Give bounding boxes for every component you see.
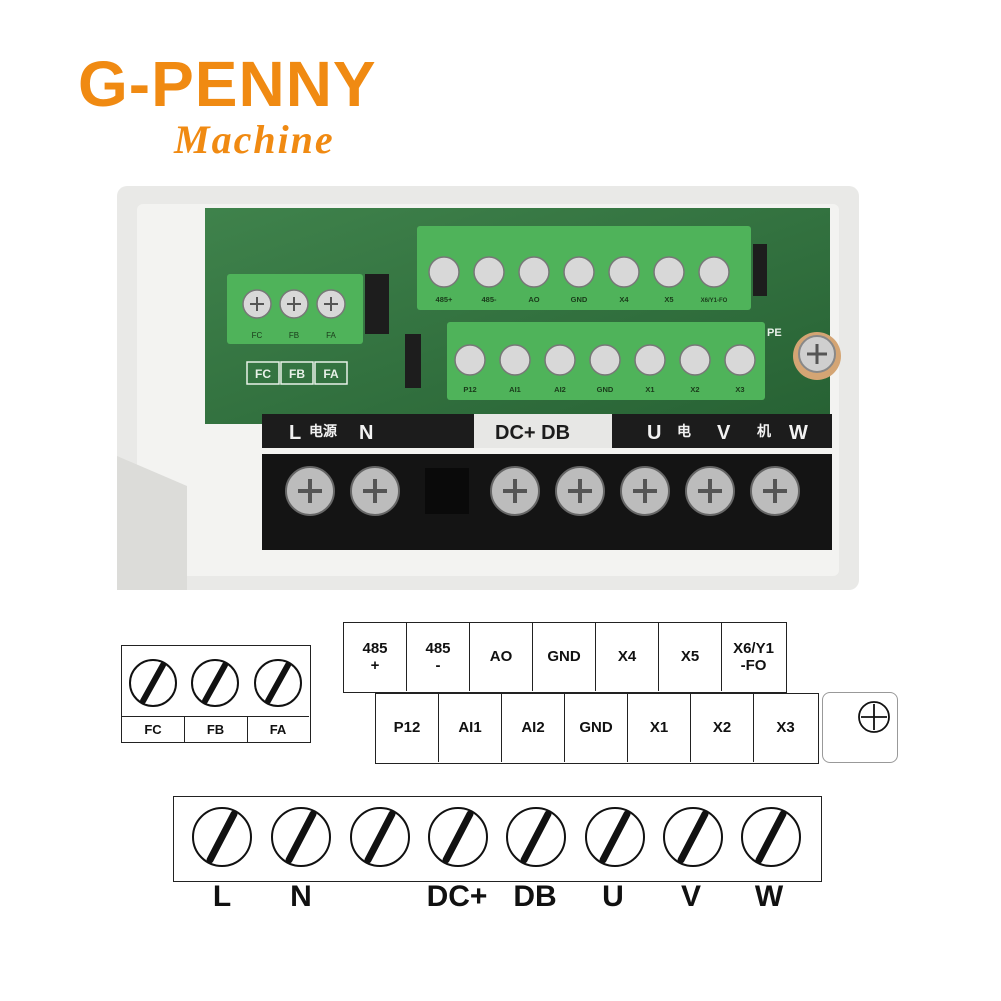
silk-fa: FA [323, 367, 339, 381]
relay-screws [129, 659, 302, 707]
control-bottom-x2: X2 [691, 694, 754, 762]
photo-bot-5: X1 [645, 385, 654, 394]
silk-fb: FB [289, 367, 305, 381]
control-top-ao: AO [470, 623, 533, 691]
control-top-485-minus: 485 - [407, 623, 470, 691]
relay-label-fb: FB [206, 722, 225, 737]
photo-top-4: GND [571, 295, 588, 304]
photo-dcdb: DC+ DB [495, 422, 570, 444]
control-bottom-x1: X1 [628, 694, 691, 762]
control-bottom-p12: P12 [376, 694, 439, 762]
photo-bot-3: AI2 [554, 385, 566, 394]
photo-top-7: X6/Y1-FO [701, 298, 728, 304]
photo-bot-4: GND [597, 385, 614, 394]
photo-top-5: X4 [619, 295, 629, 304]
power-label-db: DB [513, 880, 557, 913]
relay-label-fa: FA [269, 722, 287, 737]
relay-label-fc: FC [144, 722, 162, 737]
photo-u: U [647, 422, 661, 444]
control-bottom-ai2: AI2 [502, 694, 565, 762]
photo-cn-ji: 机 [757, 423, 771, 439]
power-terminal-block [173, 796, 822, 882]
control-bottom-x3: X3 [776, 719, 795, 737]
pe-ground-terminal [822, 692, 898, 763]
brand-subtitle: Machine [174, 117, 335, 162]
power-label-v: V [680, 880, 701, 913]
photo-fa: FA [326, 331, 336, 340]
power-label-dc-plus: DC+ [426, 880, 488, 913]
photo-cn-power: 电源 [309, 423, 337, 439]
photo-bot-7: X3 [735, 385, 744, 394]
photo-top-3: AO [528, 295, 539, 304]
control-top-x5: X5 [659, 623, 722, 691]
photo-bot-2: AI1 [509, 385, 521, 394]
control-top-gnd: GND [533, 623, 596, 691]
power-label-u: U [602, 880, 624, 913]
photo-pe: PE [767, 327, 782, 339]
control-top-x4: X4 [596, 623, 659, 691]
photo-bot-6: X2 [690, 385, 699, 394]
photo-cn-e: 电 [677, 423, 691, 439]
power-label-w: W [754, 880, 784, 913]
control-bottom-ai1: AI1 [439, 694, 502, 762]
control-top-485-plus: 485 + [344, 623, 407, 691]
power-label-l: L [212, 880, 232, 913]
relay-terminal-block: FC FB FA [121, 645, 311, 743]
brand-logo: G-PENNY Machine [78, 52, 418, 162]
photo-v: V [717, 422, 731, 444]
silk-fc: FC [255, 367, 271, 381]
photo-l: L [289, 422, 301, 444]
power-screws [192, 807, 801, 867]
photo-fc: FC [252, 331, 263, 340]
photo-top-2: 485- [481, 295, 497, 304]
photo-bot-1: P12 [463, 385, 476, 394]
photo-n: N [359, 422, 373, 444]
photo-top-6: X5 [664, 295, 673, 304]
photo-fb: FB [289, 331, 299, 340]
control-top-x6-y1-fo: X6/Y1 -FO [733, 639, 774, 674]
photo-w: W [789, 422, 808, 444]
power-label-n: N [290, 880, 312, 913]
control-terminal-top-row: 485 + 485 - AO GND X4 X5 X6/Y1 -FO [343, 622, 787, 693]
photo-top-1: 485+ [436, 295, 454, 304]
brand-name: G-PENNY [78, 48, 377, 120]
control-terminal-bottom-row: P12 AI1 AI2 GND X1 X2 X3 [375, 693, 819, 764]
control-bottom-gnd: GND [565, 694, 628, 762]
inverter-terminal-photo: FC FB FA FC FB FA 485+ 485- AO GND X4 X5… [117, 186, 859, 590]
ground-screw-icon [858, 701, 890, 733]
